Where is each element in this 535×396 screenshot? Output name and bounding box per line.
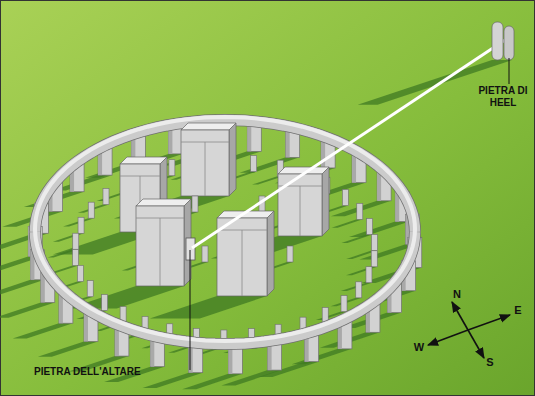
trilithon: [136, 199, 191, 286]
bluestone: [356, 282, 362, 298]
lintel-top: [35, 229, 415, 341]
stone-shadow: [292, 349, 352, 364]
bluestone: [342, 190, 348, 206]
stone-shadow: [346, 267, 377, 275]
bluestone: [78, 217, 84, 233]
bluestone: [341, 296, 347, 312]
stone-shadow: [143, 373, 203, 388]
bluestone: [366, 267, 372, 283]
bluestone: [202, 246, 208, 262]
lintel-ring: [35, 232, 415, 344]
compass-arrow: [468, 315, 510, 330]
stone-label: PIETRA DELL'ALTARE: [34, 366, 194, 378]
stone-shadow: [349, 222, 409, 237]
bluestone: [73, 249, 79, 265]
bluestone: [192, 196, 198, 212]
compass-rose: [428, 302, 510, 358]
bluestone: [371, 251, 377, 267]
stone-shadow: [358, 60, 512, 105]
stone-shadow: [150, 296, 267, 318]
stone-shadow: [341, 235, 372, 243]
compass-arrow: [428, 330, 468, 345]
stone-shadow: [0, 280, 44, 295]
stone-shadow: [53, 233, 84, 241]
bluestone: [73, 233, 79, 249]
heel-stone: [492, 22, 514, 60]
leader-line: [509, 58, 510, 84]
bluestone: [287, 246, 293, 262]
compass-letter: W: [411, 341, 427, 354]
lintel-top: [35, 117, 415, 229]
compass-arrow: [468, 330, 484, 358]
compass-arrow: [452, 302, 468, 330]
compass-letter: S: [483, 356, 497, 369]
leader-line: [190, 250, 191, 370]
bluestone: [102, 294, 108, 310]
stone-shadow: [13, 323, 73, 338]
bluestone: [371, 235, 377, 251]
solstice-axis: [192, 40, 505, 248]
bluestone: [103, 188, 109, 204]
compass-letter: E: [511, 304, 525, 317]
trilithon: [181, 123, 236, 196]
bluestone: [87, 281, 93, 297]
shadows: [0, 60, 512, 389]
stone-shadow: [38, 341, 98, 356]
stone-shadow: [0, 302, 55, 317]
bluestone: [77, 265, 83, 281]
stone-label: PIETRA DI HEEL: [472, 85, 534, 108]
bluestone: [357, 203, 363, 219]
stone-shadow: [332, 219, 363, 227]
ring-front: [30, 229, 421, 374]
bluestone: [88, 202, 94, 218]
trilithon: [217, 211, 274, 296]
bluestone: [251, 156, 257, 172]
lintel-ring: [35, 232, 415, 344]
trilithon: [278, 167, 329, 236]
compass-letter: N: [450, 288, 464, 301]
bluestone: [367, 219, 373, 235]
bluestone: [169, 160, 175, 176]
